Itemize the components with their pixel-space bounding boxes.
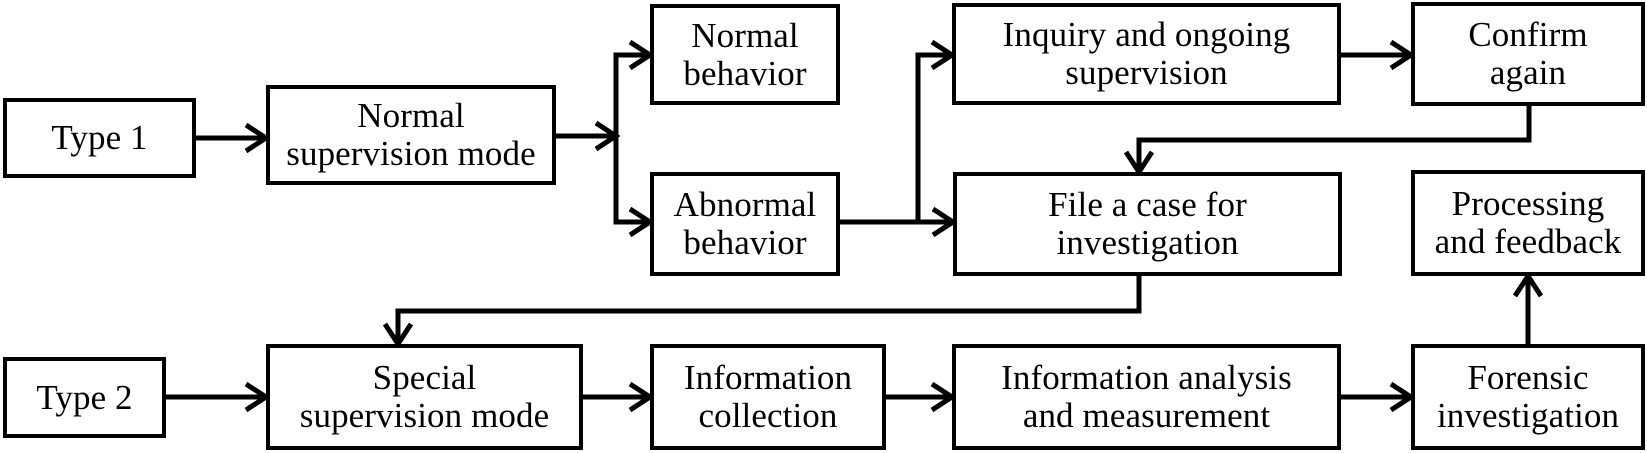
edge-e-split-abnormalbeh <box>613 136 655 238</box>
node-inquiry[interactable]: Inquiry and ongoing supervision <box>952 3 1341 105</box>
edge-e-abnormalbeh-inquiry <box>915 39 957 222</box>
edge-e-type2-specialmode <box>166 381 271 413</box>
node-normal_mode[interactable]: Normal supervision mode <box>266 85 556 185</box>
node-forensic[interactable]: Forensic investigation <box>1411 344 1645 450</box>
node-file_case[interactable]: File a case for investigation <box>953 172 1342 276</box>
node-abnormal_beh[interactable]: Abnormal behavior <box>650 172 840 276</box>
node-normal_beh[interactable]: Normal behavior <box>650 4 840 105</box>
node-type1[interactable]: Type 1 <box>3 98 196 178</box>
edge-e-split-normalbeh <box>613 39 655 136</box>
edge-e-infocoll-infoanalysis <box>886 381 957 413</box>
node-info_coll[interactable]: Information collection <box>650 344 886 450</box>
edge-e-abnormalbeh-filecase <box>840 206 958 238</box>
edge-e-specialmode-infocoll <box>583 381 655 413</box>
edge-e-type1-normalmode <box>196 122 271 154</box>
edge-e-filecase-specialmode <box>382 276 1142 349</box>
edge-e-confirm-filecase <box>1123 106 1532 177</box>
node-type2[interactable]: Type 2 <box>3 357 166 438</box>
node-special_mode[interactable]: Special supervision mode <box>266 344 583 450</box>
edge-e-inquiry-confirm <box>1341 39 1416 71</box>
node-info_analysis[interactable]: Information analysis and measurement <box>952 344 1341 450</box>
edge-e-forensic-processing <box>1512 271 1544 344</box>
edge-e-normalmode-split <box>556 120 621 152</box>
node-confirm[interactable]: Confirm again <box>1411 2 1645 106</box>
edge-e-infoanalysis-forensic <box>1341 381 1416 413</box>
node-processing[interactable]: Processing and feedback <box>1411 170 1645 276</box>
